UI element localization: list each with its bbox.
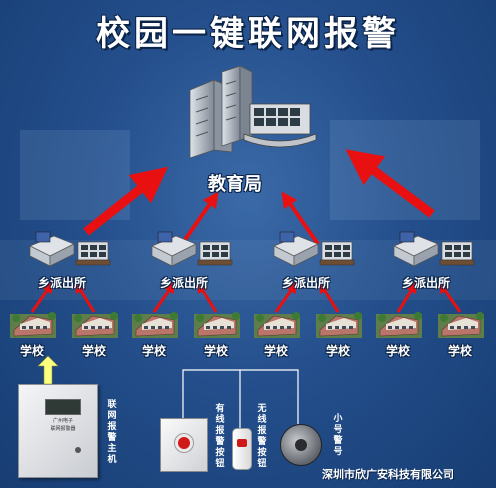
page-title: 校园一键联网报警 <box>96 14 400 54</box>
school-building-icon <box>72 312 118 338</box>
school-to-station-arrow <box>152 281 176 313</box>
school-building-icon <box>194 312 240 338</box>
school-to-station-arrow <box>438 281 462 313</box>
school-building-icon <box>376 312 422 338</box>
uplink-arrows <box>83 149 435 246</box>
red-button-icon <box>178 437 190 449</box>
alarm-host-icon: 广州电子 联网报警器 <box>18 384 98 478</box>
speaker-center-icon <box>295 439 307 451</box>
host-label: 联网报警主机 <box>107 400 117 465</box>
host-lcd-screen <box>45 399 81 415</box>
command-center-icon <box>243 103 317 148</box>
school-building-icon <box>438 312 484 338</box>
background-building <box>20 130 130 220</box>
school-to-station-arrow <box>318 280 340 313</box>
keyhole-icon <box>75 447 81 453</box>
station-label: 乡派出所 <box>402 276 451 290</box>
school-label: 学校 <box>204 344 229 358</box>
wired-alarm-button-icon <box>160 418 208 472</box>
school-building-icon <box>316 312 362 338</box>
host-screen-text: 广州电子 <box>52 418 73 424</box>
red-button-icon <box>237 439 247 447</box>
bureau-label: 教育局 <box>208 174 262 195</box>
school-label: 学校 <box>264 344 289 358</box>
speaker-label: 小号警号 <box>333 414 343 457</box>
bureau-building-icon <box>189 65 253 159</box>
school-building-icon <box>10 312 56 338</box>
siren-speaker-icon <box>280 424 322 466</box>
host-uplink-arrow <box>37 355 59 385</box>
police-station-icon <box>393 231 475 267</box>
company-footer: 深圳市欣广安科技有限公司 <box>322 468 454 481</box>
school-label: 学校 <box>20 344 45 358</box>
school-to-station-arrow <box>274 281 298 313</box>
host-screen-text: 联网报警器 <box>50 426 76 432</box>
police-station-icon <box>273 231 355 267</box>
school-label: 学校 <box>448 344 473 358</box>
wired-button-label: 有线报警按钮 <box>215 404 225 469</box>
school-label: 学校 <box>82 344 107 358</box>
police-station-icon <box>29 231 111 267</box>
police-station-icon <box>151 231 233 267</box>
school-to-station-arrow <box>196 280 218 313</box>
school-building-icon <box>254 312 300 338</box>
school-building-icon <box>132 312 178 338</box>
station-label: 乡派出所 <box>38 276 87 290</box>
school-label: 学校 <box>386 344 411 358</box>
school-to-station-arrow <box>396 280 418 313</box>
school-to-station-arrow <box>74 280 96 313</box>
school-to-station-arrow <box>30 281 54 313</box>
wireless-button-label: 无线报警按钮 <box>257 404 267 469</box>
school-label: 学校 <box>142 344 167 358</box>
school-label: 学校 <box>326 344 351 358</box>
wireless-remote-icon <box>232 428 252 470</box>
station-label: 乡派出所 <box>282 276 331 290</box>
station-label: 乡派出所 <box>160 276 209 290</box>
